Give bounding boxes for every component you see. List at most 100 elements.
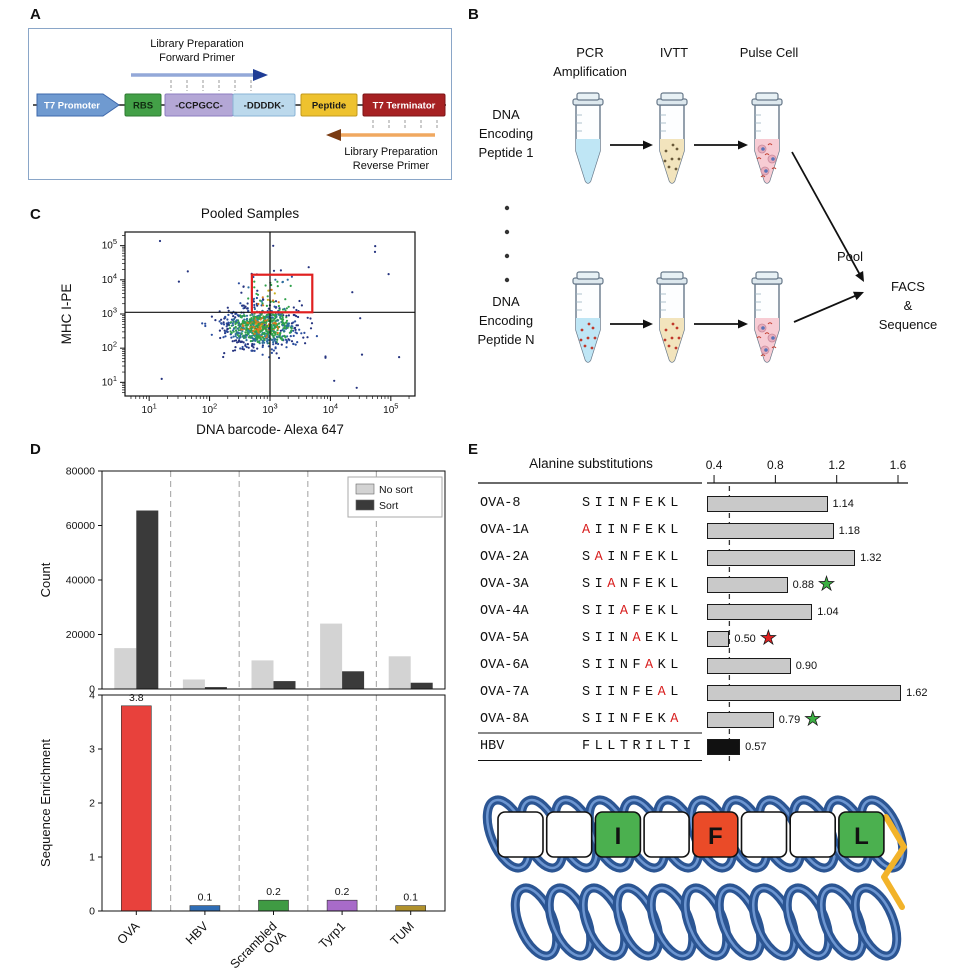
residue: L (670, 685, 683, 700)
tick-label: 101 (142, 402, 157, 417)
residue: K (657, 712, 671, 727)
enrichment-hbar (707, 711, 774, 728)
enrichment-bar-row: 1.04 (707, 598, 839, 625)
helix-linker (881, 814, 907, 910)
residue: N (619, 523, 633, 538)
pulse-cell-header: Pulse Cell (739, 45, 799, 60)
peptide-sequence: FLLTRILTI (582, 733, 695, 760)
ellipsis-dot (504, 229, 510, 235)
peptide-name: OVA-7A (480, 685, 529, 700)
tick-label: 102 (202, 402, 217, 417)
count-ytick-label: 60000 (66, 520, 95, 532)
substituted-residue: A (657, 685, 671, 700)
count-bar-sort (204, 687, 227, 689)
enrichment-axis-tick-label: 1.2 (828, 458, 845, 472)
residue: I (607, 550, 620, 565)
tube-ivtt (656, 271, 688, 363)
enrichment-value-label: 0.57 (745, 740, 767, 753)
peptide-sequence: AIINFEKL (582, 517, 683, 544)
tube-pulse (751, 92, 783, 184)
residue: K (657, 604, 671, 619)
tube-speck (583, 344, 587, 348)
count-ytick-label: 80000 (66, 466, 95, 478)
tube-pcr (572, 271, 604, 363)
residue: N (619, 631, 633, 646)
tube-speck (675, 326, 679, 330)
x-category-label: OVA (115, 919, 143, 947)
residue: F (632, 496, 646, 511)
residue: I (607, 712, 620, 727)
enrichment-axis-tick-label: 0.4 (706, 458, 723, 472)
enrichment-value-label: 0.79 (778, 713, 801, 726)
count-bar-sort (342, 671, 365, 689)
tick-label: 104 (323, 402, 338, 417)
forward-primer-label: Forward Primer (159, 52, 235, 64)
construct-element-4 (300, 93, 358, 117)
residue: F (632, 577, 646, 592)
residue: K (657, 496, 671, 511)
x-category-label: ScrambledOVA (227, 919, 289, 976)
tube-speck (664, 328, 668, 332)
residue-letter: L (854, 823, 869, 850)
residue: N (619, 496, 633, 511)
substituted-residue: A (619, 604, 633, 619)
residue: I (682, 739, 696, 754)
construct-element-label: RBS (133, 101, 153, 112)
residue: N (619, 712, 633, 727)
enrichment-hbar (707, 522, 834, 539)
tube-speck (670, 336, 674, 340)
tube-speck (663, 338, 667, 342)
reverse-primer-label: Library Preparation (344, 146, 438, 158)
residue: E (645, 550, 658, 565)
tube-speck (671, 322, 675, 326)
panel-b-label: B (468, 6, 479, 23)
dna-peptide-n-label: DNA Encoding Peptide N (477, 294, 535, 347)
peptide-squiggle (764, 153, 770, 156)
enrichment-plot-frame (101, 694, 446, 912)
tick-label: 105 (383, 402, 398, 417)
x-category-label: Tyrp1 (316, 919, 348, 951)
peptide-sequence: SIINFAKL (582, 652, 683, 679)
tick-label: 103 (102, 306, 117, 321)
residue: T (619, 739, 633, 754)
residue: K (657, 550, 671, 565)
arrow-pcr-ivtt-1-head (643, 140, 653, 150)
residue: I (645, 739, 658, 754)
tube-speck (675, 147, 679, 151)
residue: I (607, 685, 620, 700)
enrichment-bar-value: 0.1 (198, 892, 213, 904)
enrichment-value-label: 1.18 (838, 524, 861, 537)
tube-liquid (576, 139, 600, 183)
residue: L (657, 739, 671, 754)
residue: K (657, 577, 671, 592)
enrichment-ytick-label: 2 (89, 798, 95, 810)
enrichment-bar-row: 0.79★ (707, 706, 822, 733)
enrichment-value-label: 0.90 (795, 659, 818, 672)
residue: K (657, 631, 671, 646)
residue: E (645, 523, 658, 538)
green-star-icon: ★ (818, 574, 836, 595)
enrichment-bar-row: 1.14 (707, 490, 854, 517)
construct-element-0 (36, 93, 120, 117)
residue: L (670, 604, 683, 619)
tube-cap (755, 92, 779, 101)
peptide-squiggle (764, 332, 770, 335)
peptide-name: OVA-3A (480, 577, 529, 592)
residue: N (619, 658, 633, 673)
residue-square (643, 811, 690, 858)
residue: E (645, 712, 658, 727)
tube-speck (667, 344, 671, 348)
enrichment-value-label: 0.50 (734, 632, 756, 645)
residue: S (582, 577, 595, 592)
peptide-sequence: SIINFEKL (582, 490, 683, 517)
residue: E (645, 631, 658, 646)
construct-element-label: -CCPGCC- (175, 101, 223, 112)
residue: L (670, 658, 683, 673)
tube-speck (586, 336, 590, 340)
residue-letter: I (615, 823, 622, 850)
tube-cap (660, 92, 684, 101)
ellipsis-dot (504, 277, 510, 283)
enrichment-hbar (707, 684, 902, 701)
